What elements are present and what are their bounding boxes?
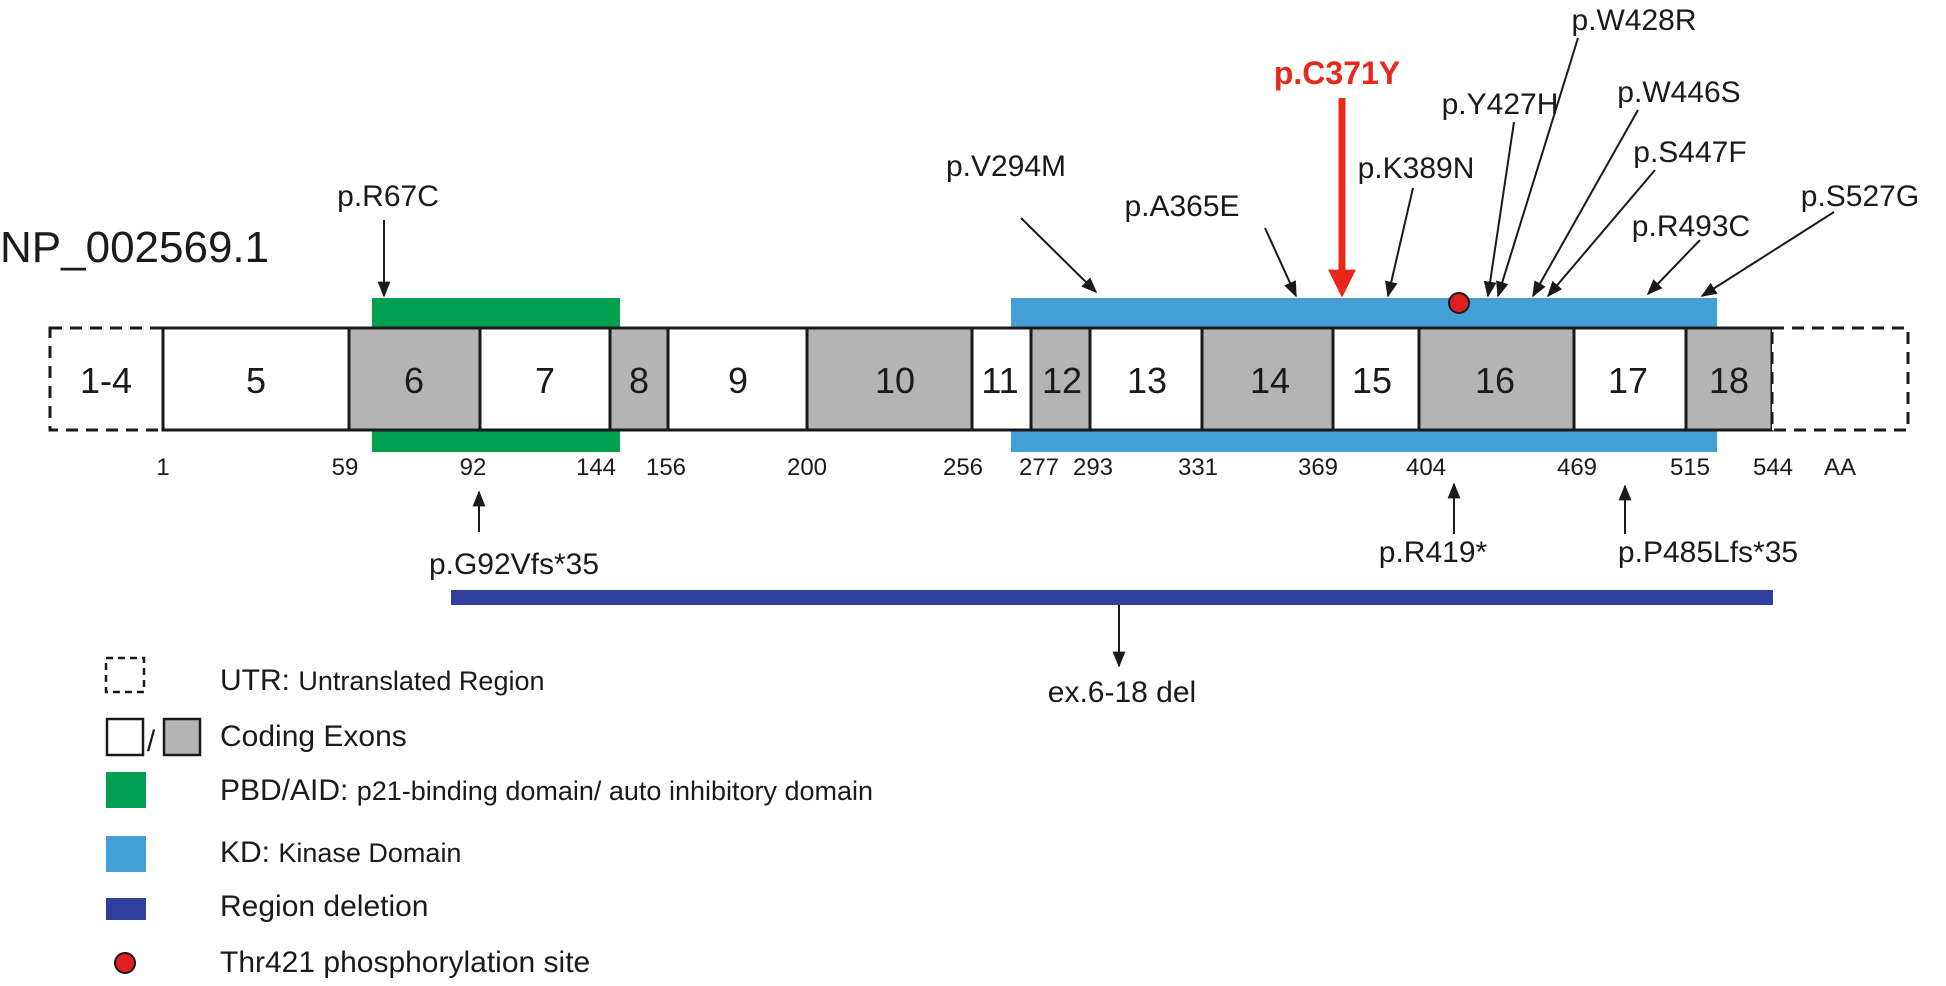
exon-label: 9 [728, 360, 748, 401]
legend-phospho-title: Thr421 phosphorylation site [220, 946, 590, 979]
position-label: 469 [1557, 454, 1597, 481]
deletion-bar [451, 590, 1773, 605]
position-label: AA [1824, 454, 1856, 481]
mutation-label: p.S447F [1633, 136, 1746, 169]
arrow-w428r [1496, 37, 1579, 298]
exon-label: 10 [875, 360, 915, 401]
exon-label: 11 [981, 360, 1018, 401]
pbd-domain-top [372, 298, 620, 328]
exon-label: 7 [535, 360, 555, 401]
position-label: 404 [1406, 454, 1446, 481]
exon-label: 8 [629, 360, 649, 401]
mutation-label: p.R67C [337, 180, 439, 213]
arrow-r493c [1646, 239, 1701, 296]
mutation-label: p.W428R [1571, 4, 1696, 37]
mutation-label: p.K389N [1358, 152, 1475, 185]
thr421-phospho-site [1448, 292, 1470, 314]
legend-coding-title: Coding Exons [220, 720, 407, 753]
exon-11 [970, 326, 1033, 432]
legend-utr-title: UTR: Untranslated Region [220, 664, 545, 697]
arrow-s447f [1546, 169, 1656, 298]
legend-kd-title: KD: Kinase Domain [220, 836, 461, 869]
legend-coding-separator: / [147, 725, 156, 758]
exon-16 [1417, 326, 1576, 432]
protein-id: NP_002569.1 [0, 223, 269, 272]
arrow-a365e [1264, 227, 1297, 298]
position-label: 544 [1753, 454, 1793, 481]
exon-label: 12 [1042, 360, 1082, 401]
exon-label: 16 [1475, 360, 1515, 401]
kinase-domain-top [1011, 298, 1717, 328]
utr-box-right [1770, 326, 1910, 432]
legend: UTR: Untranslated Region / Coding Exons … [104, 656, 873, 979]
exon-5 [161, 326, 351, 432]
legend-utr-swatch [104, 656, 146, 694]
mutation-label-highlight: p.C371Y [1274, 55, 1400, 91]
position-label: 144 [576, 454, 616, 481]
exon-label: 18 [1709, 360, 1749, 401]
exon-13 [1088, 326, 1204, 432]
legend-deletion-swatch [106, 898, 146, 920]
mutation-label: p.G92Vfs*35 [429, 548, 599, 581]
mutation-label: p.A365E [1124, 190, 1239, 223]
arrow-v294m [1020, 217, 1098, 294]
mutation-label: p.R419* [1379, 536, 1488, 569]
exon-label: 13 [1127, 360, 1167, 401]
arrow-s527g [1700, 211, 1835, 297]
legend-kd-swatch [106, 836, 146, 872]
mutation-label: p.R493C [1632, 210, 1750, 243]
exon-label: 5 [246, 360, 266, 401]
mutation-label: p.P485Lfs*35 [1618, 536, 1798, 569]
position-scale: 1 59 92 144 156 200 256 277 293 331 369 … [156, 454, 1856, 481]
exon-label: 17 [1608, 360, 1648, 401]
mutation-label: p.W446S [1617, 76, 1740, 109]
mutation-label: p.V294M [946, 150, 1066, 183]
mutation-label: p.Y427H [1442, 88, 1559, 121]
position-label: 369 [1298, 454, 1338, 481]
legend-coding-gray-swatch [162, 717, 202, 757]
position-label: 515 [1670, 454, 1710, 481]
mutation-label: p.S527G [1801, 180, 1919, 213]
exon-17 [1572, 326, 1688, 432]
position-label: 331 [1178, 454, 1218, 481]
mutation-arrows-below [472, 482, 1632, 534]
legend-pbd-swatch [106, 772, 146, 808]
position-label: 293 [1073, 454, 1113, 481]
exon-label: 6 [404, 360, 424, 401]
exon-label: 15 [1352, 360, 1392, 401]
mutation-arrows-above [377, 37, 1835, 298]
legend-deletion-title: Region deletion [220, 890, 429, 923]
position-label: 59 [332, 454, 359, 481]
position-label: 156 [646, 454, 686, 481]
deletion-label: ex.6-18 del [1048, 676, 1196, 709]
legend-coding-white-swatch [105, 717, 145, 757]
position-label: 200 [787, 454, 827, 481]
legend-pbd-title: PBD/AID: p21-binding domain/ auto inhibi… [220, 774, 873, 807]
position-label: 256 [943, 454, 983, 481]
arrow-y427h [1483, 121, 1515, 298]
exon-12 [1029, 326, 1092, 432]
arrow-w446s [1532, 109, 1639, 298]
position-label: 1 [156, 454, 169, 481]
utr-box-left [48, 326, 165, 432]
exon-18 [1684, 326, 1774, 432]
position-label: 92 [460, 454, 487, 481]
legend-phospho-swatch [114, 952, 136, 974]
exon-label: 14 [1250, 360, 1290, 401]
exon-15 [1331, 326, 1421, 432]
position-label: 277 [1019, 454, 1059, 481]
arrow-k389n [1385, 187, 1414, 298]
exon-label: 1-4 [80, 360, 132, 401]
